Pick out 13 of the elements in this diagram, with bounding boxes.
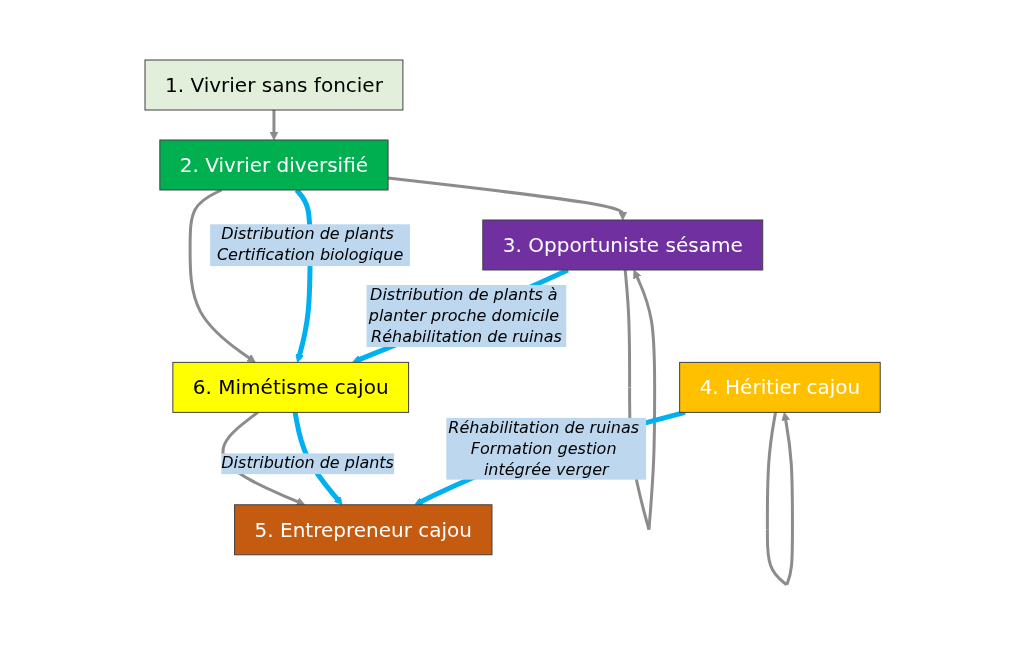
node-box: 3. Opportuniste sésame — [482, 219, 764, 271]
edge-label: Distribution de plants Certification biologique — [216, 224, 404, 265]
edge-label: Réhabilitation de ruinas Formation gestion intégrée verger — [448, 417, 639, 479]
arrow — [387, 176, 628, 221]
node-box: 5. Entrepreneur cajou — [233, 504, 493, 556]
edge-label: Distribution de plants — [221, 453, 394, 473]
node-box: 2. Vivrier diversifié — [159, 139, 389, 191]
node-box: 4. Héritier cajou — [679, 361, 881, 413]
node-box: 1. Vivrier sans foncier — [144, 59, 404, 111]
arrow — [765, 412, 794, 586]
node-box: 6. Mimétisme cajou — [172, 361, 409, 413]
edge-label: Distribution de plants à planter proche domicile Réhabilitation de ruinas — [368, 285, 562, 346]
arrow — [269, 110, 279, 141]
